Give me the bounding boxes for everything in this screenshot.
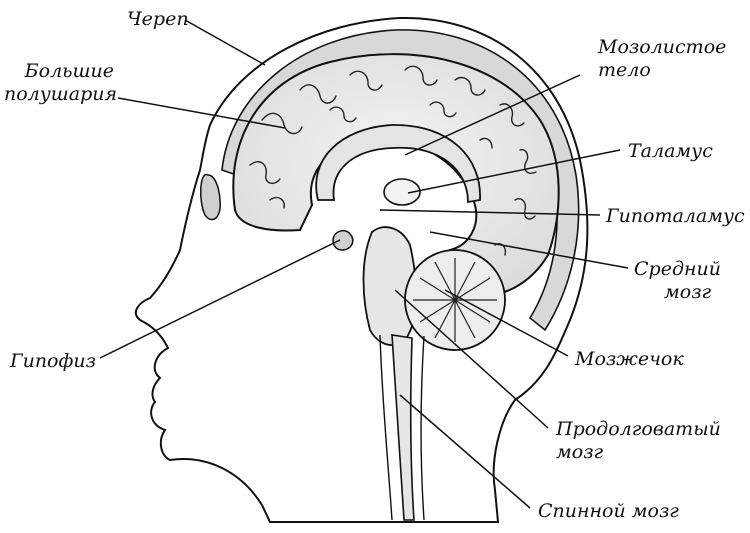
label-medulla: Продолговатый мозг [556,418,721,464]
label-pituitary: Гипофиз [10,350,96,372]
label-hemispheres-line2: полушария [4,83,118,105]
leader-lines [99,19,629,509]
label-cerebellum: Мозжечок [575,348,684,370]
label-spinal-cord: Спинной мозг [538,500,679,522]
spinal-cord-shape [391,334,415,521]
label-midbrain-line1: Средний [634,258,721,280]
label-midbrain-line2: мозг [664,281,712,303]
label-corpus-callosum-line1: Мозолистое [598,36,727,58]
corpus-callosum-shape [315,124,481,204]
ear-shape [200,173,221,221]
label-medulla-line1: Продолговатый [556,418,721,440]
pituitary-shape [332,229,354,251]
label-corpus-callosum: Мозолистое тело [598,36,726,82]
label-thalamus: Таламус [628,140,713,162]
label-hemispheres: Большие полушария [4,60,118,106]
label-medulla-line2: мозг [556,441,604,463]
label-skull: Череп [127,8,189,30]
label-hemispheres-line1: Большие [24,60,114,82]
thalamus-shape [383,178,421,206]
cerebellum-shape [404,249,506,351]
label-midbrain: Средний мозг [634,258,721,304]
label-hypothalamus: Гипоталамус [606,205,745,227]
gyri-texture [249,65,537,256]
label-corpus-callosum-line2: тело [598,59,651,81]
